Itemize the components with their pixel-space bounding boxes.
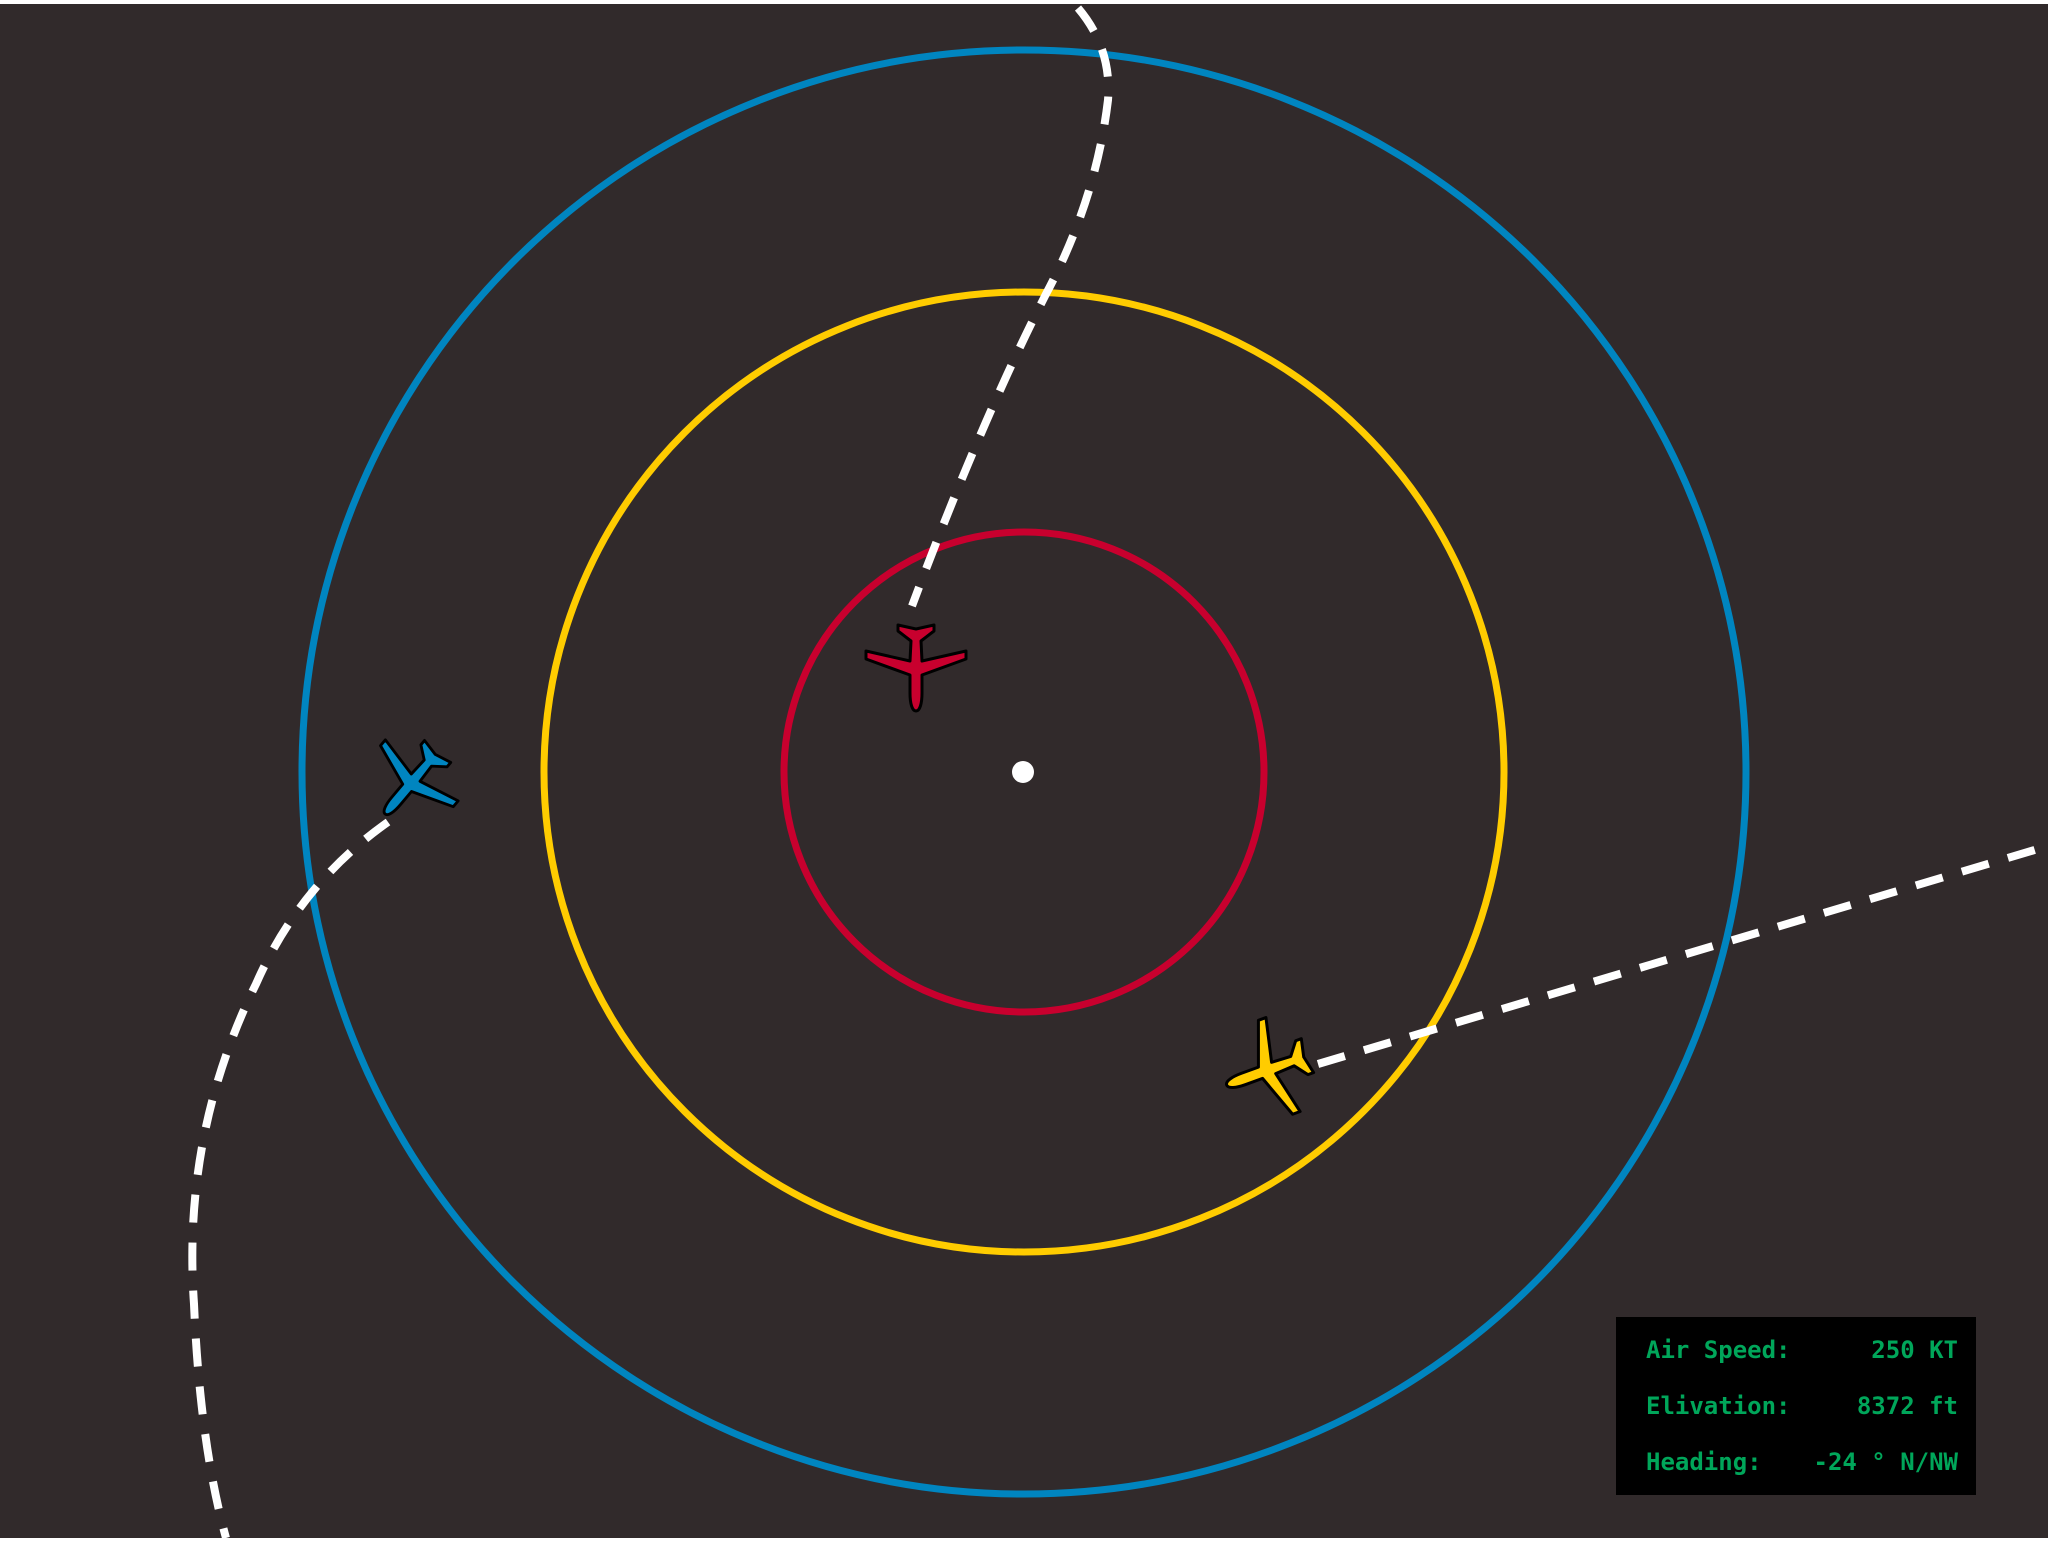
heading-row: Heading: -24 ° N/NW [1646,1447,1958,1503]
red-aircraft[interactable] [864,623,968,713]
flight-info-panel: Air Speed: 250 KT Elivation: 8372 ft Hea… [1616,1317,1976,1495]
elevation-value: 8372 ft [1856,1392,1958,1420]
air-speed-value: 250 KT [1871,1336,1958,1364]
airplane-icon [864,623,968,713]
airplane-icon [347,719,476,846]
radar-scope [188,5,2048,1538]
inner-range-ring [780,528,1268,1016]
radar-center-dot [1012,761,1034,783]
blue-aircraft[interactable] [347,719,476,846]
outer-range-ring [298,46,1750,1498]
yellow-aircraft[interactable] [1208,1007,1327,1134]
elevation-label: Elivation: [1646,1392,1791,1420]
airplane-icon [1208,1007,1327,1134]
red-aircraft-track [908,5,1113,608]
radar-view[interactable]: Air Speed: 250 KT Elivation: 8372 ft Hea… [0,4,2048,1538]
blue-aircraft-track [188,818,391,1538]
heading-value: -24 ° N/NW [1813,1448,1959,1476]
air-speed-row: Air Speed: 250 KT [1646,1335,1958,1391]
elevation-row: Elivation: 8372 ft [1646,1391,1958,1447]
heading-label: Heading: [1646,1448,1762,1476]
air-speed-label: Air Speed: [1646,1336,1791,1364]
middle-range-ring [540,288,1508,1256]
yellow-aircraft-track [1316,842,2048,1068]
